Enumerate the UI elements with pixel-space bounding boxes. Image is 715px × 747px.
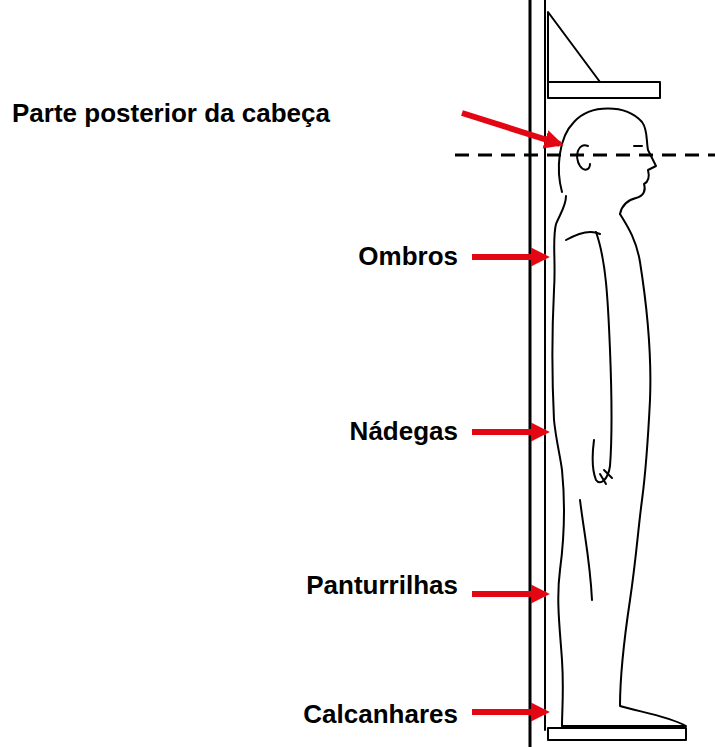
base-plate	[548, 728, 686, 740]
head-outline	[559, 109, 656, 215]
eye	[634, 145, 642, 147]
part-label: Parte posterior da cabeça	[12, 99, 330, 129]
arm-outline	[593, 232, 612, 482]
pointer-arrow	[472, 254, 546, 260]
board-edge	[544, 0, 546, 730]
board-edge	[529, 0, 532, 747]
pointer-arrow	[462, 113, 560, 144]
part-label: Ombros	[358, 242, 458, 272]
reference-line	[455, 154, 715, 157]
leg-line	[580, 500, 592, 600]
headpiece-bracket	[548, 12, 600, 82]
front-outline	[562, 214, 686, 726]
pointer-arrow	[472, 709, 546, 715]
shoulder-line	[566, 232, 600, 240]
back-outline	[553, 196, 567, 726]
fingers	[600, 470, 612, 484]
ear	[577, 145, 590, 169]
pointer-arrow	[472, 429, 546, 435]
pointer-arrow	[472, 591, 546, 597]
headpiece-bar	[548, 82, 660, 98]
part-label: Panturrilhas	[306, 571, 458, 601]
part-label: Nádegas	[350, 417, 458, 447]
part-label: Calcanhares	[303, 700, 458, 730]
